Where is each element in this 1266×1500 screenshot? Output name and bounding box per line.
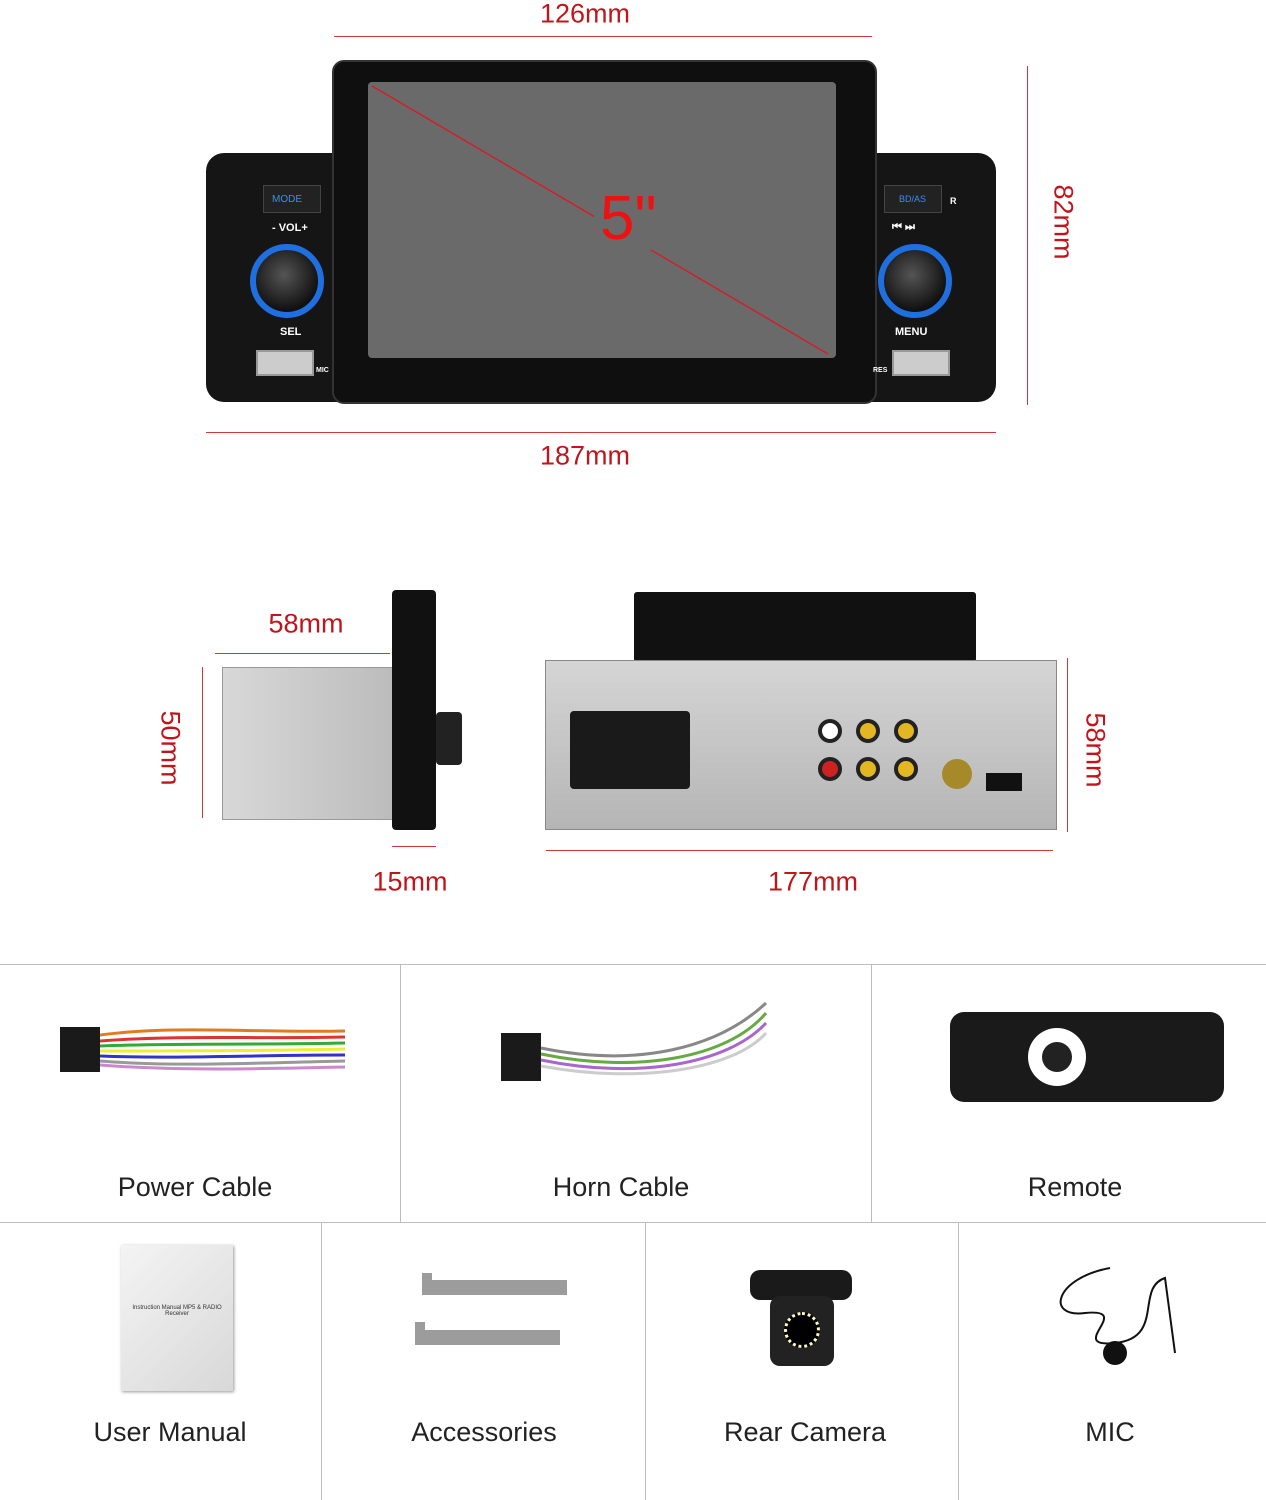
user-manual-label: User Manual <box>93 1417 247 1447</box>
dim-front-top-width: 126mm <box>539 0 631 29</box>
dim-line <box>1067 658 1068 832</box>
usb-port <box>892 350 950 376</box>
power-cable-image <box>60 1027 346 1072</box>
remote-image <box>950 1012 1224 1102</box>
user-manual-image: Instruction Manual MP5 & RADIO Receiver <box>121 1245 233 1391</box>
grid-divider <box>0 964 1266 965</box>
screen: 5" <box>368 82 836 358</box>
dim-side-depth: 58mm <box>268 608 344 639</box>
manual-title: Instruction Manual MP5 & RADIO Receiver <box>132 1305 222 1317</box>
dim-line <box>1027 66 1028 405</box>
dim-line <box>202 667 203 818</box>
volume-knob <box>250 244 324 318</box>
bdas-label: BD/AS <box>899 194 927 204</box>
usb-port <box>256 350 314 376</box>
dim-line <box>215 653 390 654</box>
dim-line <box>206 432 996 433</box>
vol-label: - VOL+ <box>272 222 308 234</box>
port <box>986 773 1022 791</box>
side-front-plate <box>392 590 436 830</box>
iso-connector <box>570 711 690 789</box>
grid-divider <box>321 1222 322 1500</box>
menu-knob <box>878 244 952 318</box>
grid-divider <box>0 1222 1266 1223</box>
rca-jacks <box>818 719 920 781</box>
back-chassis <box>545 660 1057 830</box>
mic-label: MIC <box>316 367 329 374</box>
grid-divider <box>645 1222 646 1500</box>
side-knob <box>436 712 462 765</box>
camera-mount <box>750 1270 852 1300</box>
res-label: RES <box>873 367 888 374</box>
dim-line <box>392 846 436 847</box>
dim-line <box>546 850 1053 851</box>
menu-label: MENU <box>895 326 928 338</box>
ir-label: R <box>950 196 957 206</box>
horn-cable-image <box>501 1001 768 1081</box>
dim-back-height: 58mm <box>1080 712 1111 788</box>
back-front-plate <box>634 592 976 662</box>
dim-front-height: 82mm <box>1048 184 1079 260</box>
removal-keys-image <box>415 1273 567 1345</box>
rear-camera-label: Rear Camera <box>723 1417 887 1447</box>
remote-label: Remote <box>1027 1172 1123 1202</box>
mode-button: MODE <box>263 185 321 213</box>
rear-camera-image <box>770 1296 834 1366</box>
dim-front-thickness: 15mm <box>372 866 448 897</box>
dim-front-total-width: 187mm <box>539 440 631 471</box>
bdas-button: BD/AS <box>884 185 942 213</box>
mode-label: MODE <box>272 194 302 205</box>
mic-image <box>1059 1267 1176 1365</box>
side-chassis <box>222 667 394 820</box>
power-cable-label: Power Cable <box>117 1172 273 1202</box>
dim-back-width: 177mm <box>767 866 859 897</box>
horn-cable-label: Horn Cable <box>552 1172 690 1202</box>
grid-divider <box>400 964 401 1222</box>
mic-label: MIC <box>1085 1417 1135 1447</box>
screen-size-label: 5" <box>594 188 663 250</box>
grid-divider <box>958 1222 959 1500</box>
sel-label: SEL <box>280 326 302 338</box>
dim-line <box>334 36 872 37</box>
antenna-jack <box>942 759 972 789</box>
grid-divider <box>871 964 872 1222</box>
accessories-label: Accessories <box>411 1417 557 1447</box>
dim-side-height: 50mm <box>155 710 186 786</box>
prev-next-label: ⏮ ⏭ <box>892 221 915 233</box>
